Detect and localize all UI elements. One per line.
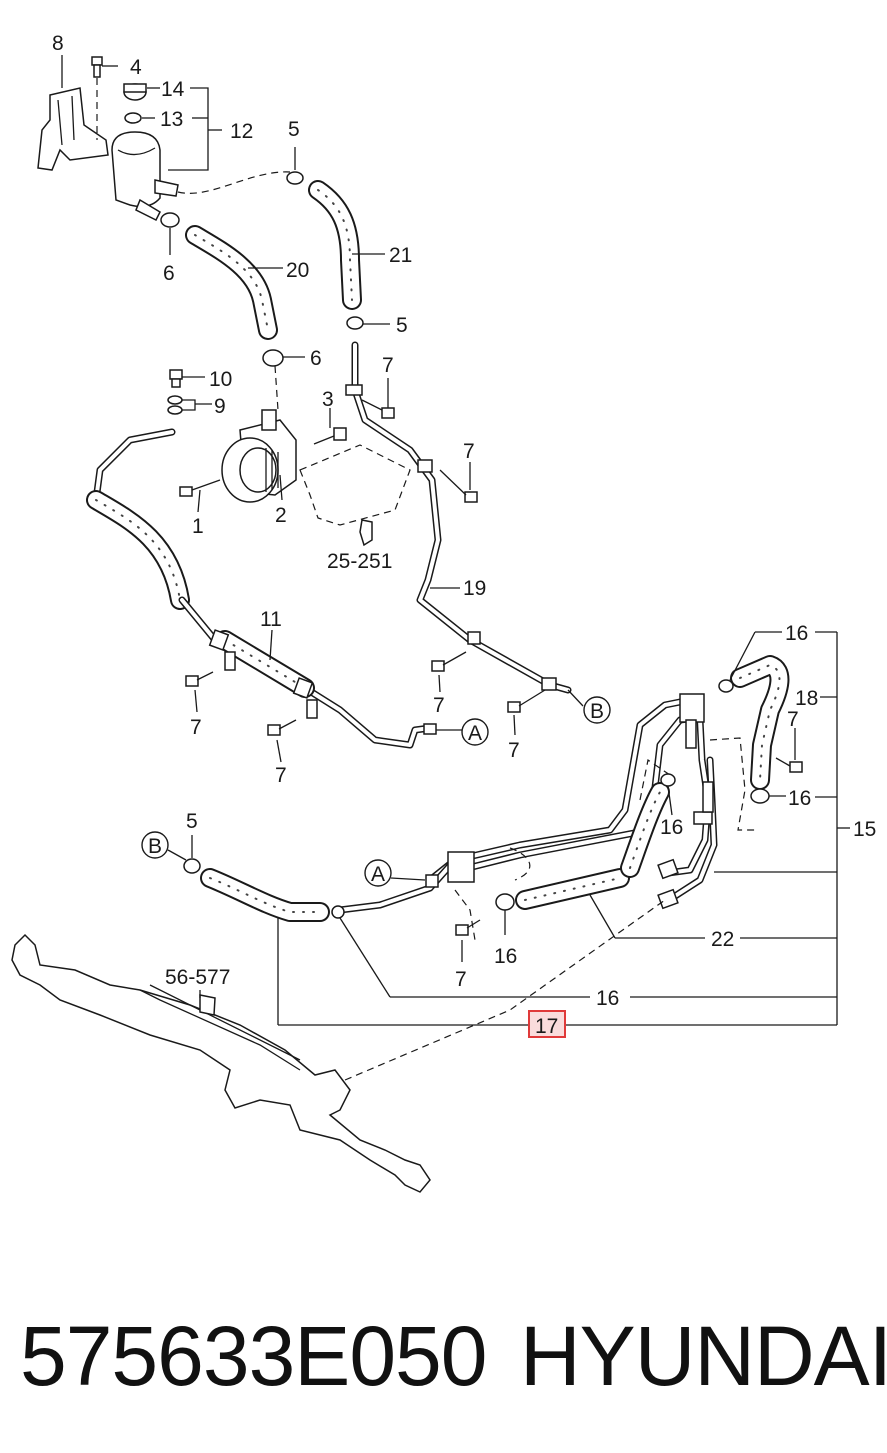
callout-9: 9 xyxy=(214,395,226,418)
hose-clamp-16c xyxy=(660,773,676,787)
callout-7f: 7 xyxy=(508,739,520,762)
callout-1: 1 xyxy=(192,515,204,538)
callout-21: 21 xyxy=(389,244,412,267)
bolt-7g xyxy=(775,757,803,773)
callout-2: 2 xyxy=(275,504,287,527)
callout-6: 6 xyxy=(163,262,175,285)
callout-20: 20 xyxy=(286,259,309,282)
callout-16c: 16 xyxy=(660,816,683,839)
bolt-7d xyxy=(267,719,297,736)
callout-10: 10 xyxy=(209,368,232,391)
callout-4: 4 xyxy=(130,56,142,79)
callout-7g: 7 xyxy=(787,708,799,731)
bolt-7b xyxy=(439,469,478,503)
bolt-7e xyxy=(431,651,467,672)
bolt-10 xyxy=(169,369,183,388)
callout-7b: 7 xyxy=(463,440,475,463)
parts-diagram: A B B A xyxy=(11,32,876,1193)
return-hose-21 xyxy=(308,180,362,310)
pump-bracket-outline xyxy=(299,444,411,547)
callout-14: 14 xyxy=(161,78,185,101)
pump-bolt-1 xyxy=(179,479,221,497)
callout-22: 22 xyxy=(711,928,734,951)
callout-16d: 16 xyxy=(494,945,517,968)
cooler-hose-22 xyxy=(515,782,670,910)
cooler-hose-18 xyxy=(730,655,790,790)
callout-16e: 16 xyxy=(596,987,619,1010)
callout-12: 12 xyxy=(230,120,253,143)
steering-gear-box xyxy=(11,933,431,1193)
reservoir-cap xyxy=(123,83,147,101)
hose-clamp-16a xyxy=(718,679,734,693)
callout-bracket xyxy=(277,631,850,1026)
callout-16b: 16 xyxy=(788,787,811,810)
bolt-7c xyxy=(185,671,214,687)
bolt-7f xyxy=(507,689,546,713)
return-line-19 xyxy=(345,341,572,694)
svg-text:B: B xyxy=(148,835,162,858)
hose-clamp-5b xyxy=(346,316,364,330)
marker-b-top: B xyxy=(583,696,611,724)
part-number: 575633E050 xyxy=(20,1309,487,1403)
callout-3: 3 xyxy=(322,388,334,411)
callout-8: 8 xyxy=(52,32,64,55)
marker-a-bottom: A xyxy=(364,859,426,887)
pressure-line-11 xyxy=(86,428,437,749)
cap-seal xyxy=(124,112,142,124)
callout-25-251: 25-251 xyxy=(327,550,392,573)
callout-7a: 7 xyxy=(382,354,394,377)
hose-clamp-6 xyxy=(160,212,180,228)
hose-clamp-6b xyxy=(262,349,284,367)
hose-clamp-16b xyxy=(750,788,770,804)
callout-13: 13 xyxy=(160,108,183,131)
return-hose-17 xyxy=(200,868,330,922)
svg-text:A: A xyxy=(371,863,385,886)
callout-7c: 7 xyxy=(190,716,202,739)
marker-a-top: A xyxy=(436,718,489,746)
callout-5b: 5 xyxy=(396,314,408,337)
power-steering-pump xyxy=(221,409,297,503)
hose-clamp-16e xyxy=(331,905,345,919)
footer: 575633E050 HYUNDAI xyxy=(0,1290,887,1410)
hose-clamp-5c xyxy=(183,858,201,874)
bolt-7h xyxy=(455,919,481,936)
callout-17: 17 xyxy=(535,1015,558,1038)
callout-11: 11 xyxy=(260,608,282,631)
callout-15: 15 xyxy=(853,818,876,841)
callout-7d: 7 xyxy=(275,764,287,787)
washer-9 xyxy=(167,395,183,405)
suction-hose-20 xyxy=(185,225,278,340)
hose-clamp-5 xyxy=(286,171,304,185)
svg-text:B: B xyxy=(590,700,604,723)
reservoir-tank xyxy=(111,131,179,222)
callout-5c: 5 xyxy=(186,810,198,833)
callout-18: 18 xyxy=(795,687,818,710)
highlight-box xyxy=(528,1010,566,1038)
callout-7h: 7 xyxy=(455,968,467,991)
svg-text:A: A xyxy=(468,722,482,745)
callout-7e: 7 xyxy=(433,694,445,717)
pump-bolt-3 xyxy=(313,427,347,445)
callout-19: 19 xyxy=(463,577,486,600)
callout-6b: 6 xyxy=(310,347,322,370)
hose-clamp-16d xyxy=(495,893,515,911)
callout-16a: 16 xyxy=(785,622,808,645)
bolt-4 xyxy=(91,56,103,78)
reservoir-bracket xyxy=(37,87,109,171)
brand-name: HYUNDAI xyxy=(520,1309,887,1403)
callout-56-577: 56-577 xyxy=(165,966,230,989)
marker-b-bottom: B xyxy=(141,831,187,861)
callout-5: 5 xyxy=(288,118,300,141)
